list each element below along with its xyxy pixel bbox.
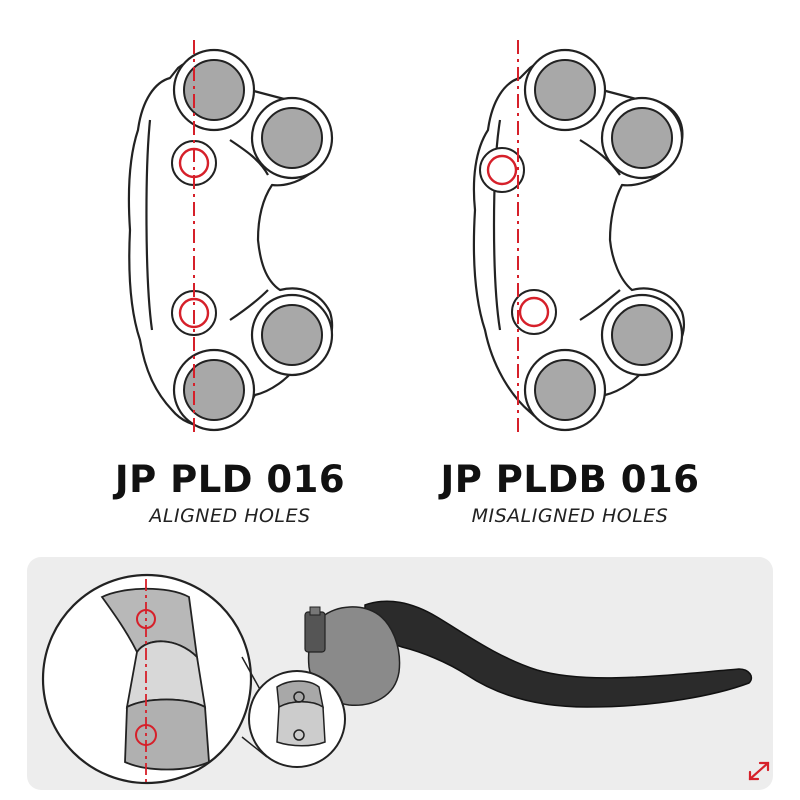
lever-illustration-panel	[27, 557, 773, 790]
brake-lever	[304, 600, 753, 708]
description-aligned: ALIGNED HOLES	[149, 505, 311, 527]
expand-arrows-icon[interactable]	[745, 758, 773, 784]
model-label-aligned: JP PLD 016	[114, 458, 346, 501]
zoom-detail	[41, 573, 253, 785]
aligned-holes-diagram	[127, 40, 334, 436]
misaligned-holes-diagram	[472, 40, 685, 436]
pin-holes	[479, 147, 557, 335]
zoom-source	[248, 670, 346, 768]
bolt-holes	[523, 48, 684, 432]
model-label-misaligned: JP PLDB 016	[440, 458, 700, 501]
bolt-holes	[172, 48, 334, 432]
lever-illustration	[41, 573, 753, 785]
description-misaligned: MISALIGNED HOLES	[471, 505, 669, 527]
